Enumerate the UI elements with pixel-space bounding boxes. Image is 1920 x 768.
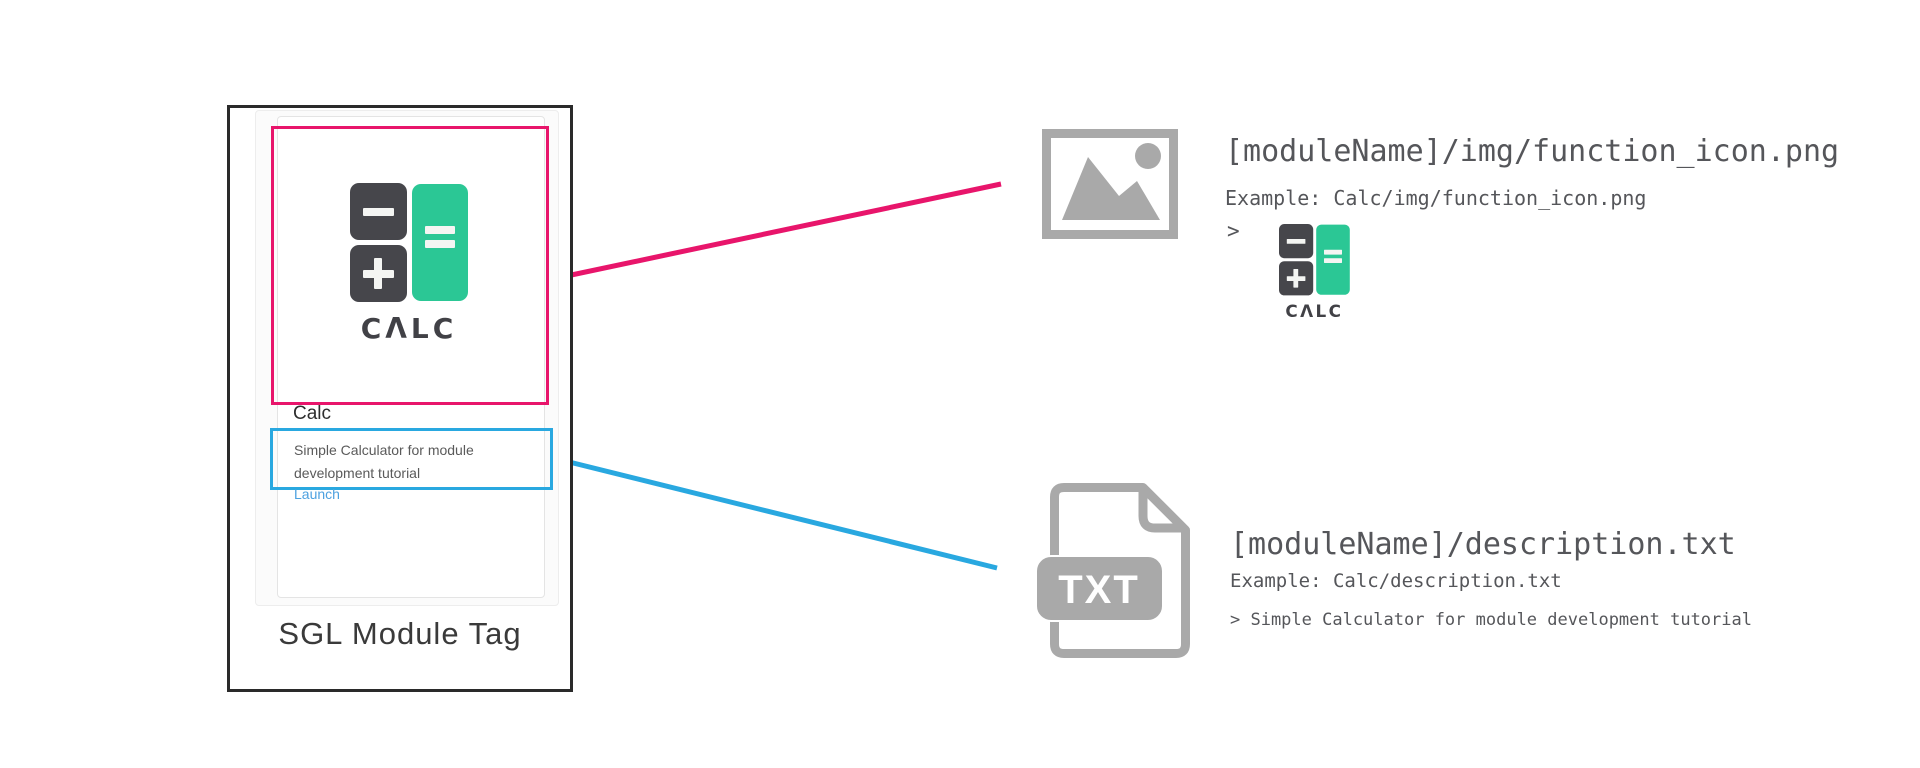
minus-glyph: [363, 208, 394, 216]
txt-badge: [1035, 555, 1164, 622]
calc-plus-key: [1279, 261, 1314, 296]
pink-connector-line: [542, 181, 1002, 284]
txt-badge-label: TXT: [1058, 568, 1140, 612]
description-example: Example: Calc/description.txt: [1230, 570, 1562, 592]
image-file-icon: [1042, 129, 1178, 239]
calc-logo-text: CΛLC: [1285, 301, 1344, 322]
equals-glyph-top: [425, 226, 455, 234]
equals-glyph-top: [1324, 249, 1342, 255]
icon-highlight-box: [271, 126, 549, 405]
module-description-line1: Simple Calculator for module: [294, 442, 474, 458]
calc-minus-key: [1279, 224, 1314, 259]
folded-corner: [1138, 487, 1186, 533]
calc-plus-key: [350, 245, 407, 302]
module-inner-card: [277, 116, 545, 598]
function-icon-example: Example: Calc/img/function_icon.png: [1225, 186, 1647, 210]
txt-file-icon: TXT: [1035, 483, 1190, 658]
function-icon-prompt: >: [1227, 219, 1240, 243]
minus-glyph: [1286, 239, 1306, 244]
equals-glyph-bottom: [1324, 258, 1342, 263]
calc-minus-key: [350, 183, 407, 240]
launch-link[interactable]: Launch: [294, 486, 340, 502]
module-description-line2: development tutorial: [294, 465, 421, 481]
calc-logo-text: CΛLC: [360, 312, 458, 345]
plus-glyph-v: [1293, 269, 1299, 288]
calc-icon-preview: CΛLC: [1279, 224, 1350, 322]
calc-equals-key: [1316, 224, 1350, 295]
sun-shape: [1135, 143, 1161, 169]
description-output: > Simple Calculator for module developme…: [1230, 610, 1752, 630]
plus-glyph-v: [374, 258, 382, 289]
calc-module-icon: CΛLC: [350, 183, 468, 346]
blue-connector-line: [544, 453, 998, 571]
module-title: Calc: [293, 403, 332, 424]
card-caption: SGL Module Tag: [278, 616, 522, 651]
module-description: Simple Calculator for module development…: [294, 439, 524, 485]
function-icon-path: [moduleName]/img/function_icon.png: [1225, 134, 1840, 169]
calc-equals-key: [412, 184, 468, 301]
description-path: [moduleName]/description.txt: [1230, 527, 1736, 562]
description-highlight-box: [270, 428, 553, 490]
equals-glyph-bottom: [425, 240, 455, 248]
mountain-shape: [1062, 157, 1160, 220]
